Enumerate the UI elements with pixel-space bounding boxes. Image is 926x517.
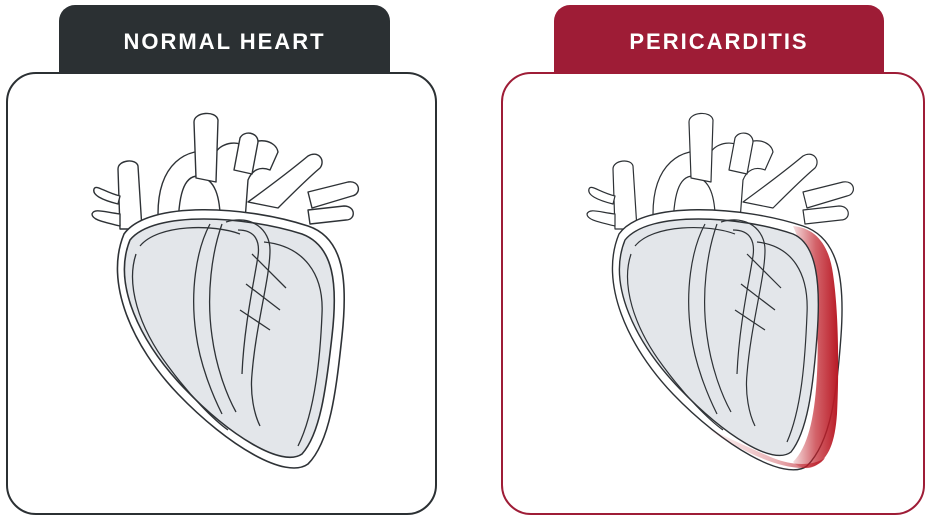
pericarditis-title: PERICARDITIS [629,29,808,55]
normal-heart-illustration [8,74,435,513]
pericarditis-title-tab: PERICARDITIS [554,5,884,77]
normal-heart-title-tab: NORMAL HEART [59,5,390,77]
normal-heart-title: NORMAL HEART [123,29,325,55]
pericarditis-heart-illustration [503,74,923,513]
pericarditis-card [501,72,925,515]
normal-heart-card [6,72,437,515]
normal-heart-panel: NORMAL HEART [0,0,450,517]
pericarditis-panel: PERICARDITIS [495,0,926,517]
